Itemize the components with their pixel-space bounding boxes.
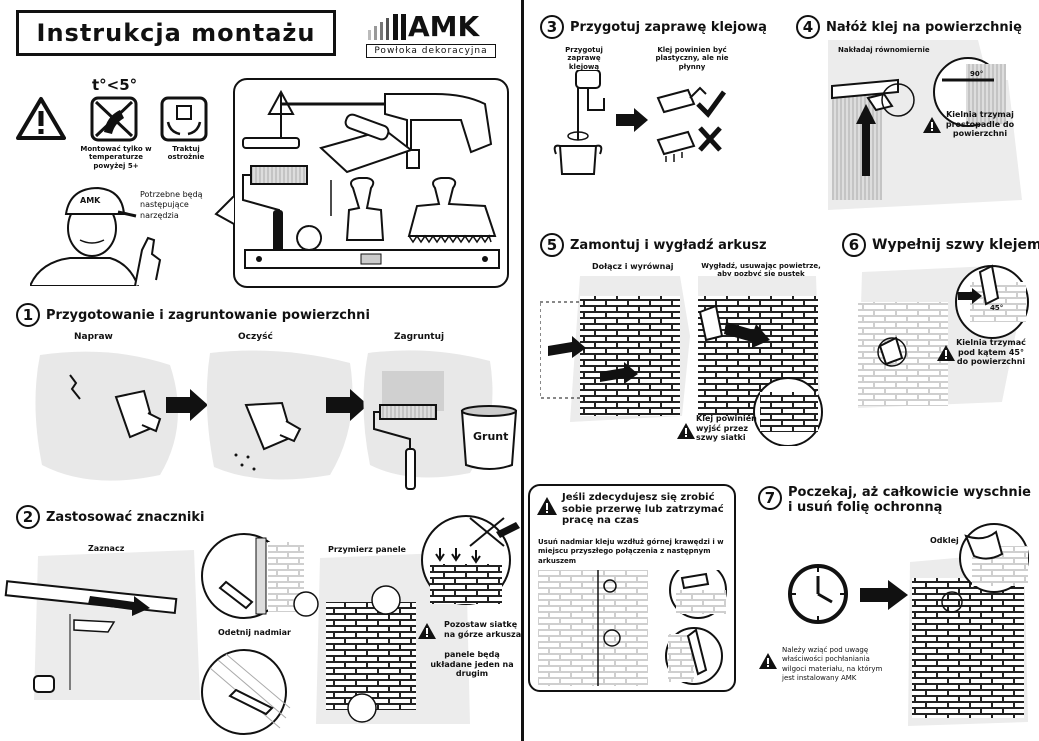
- step6-title: Wypełnij szwy klejem: [872, 237, 1039, 253]
- step1-illustration: [35, 350, 518, 490]
- step2-fit-label: Przymierz panele: [328, 545, 406, 554]
- step2-cut-illustration: [201, 533, 304, 735]
- logo-bars-icon: [368, 14, 406, 40]
- step7-heading: 7 Poczekaj, aż całkowicie wyschnie i usu…: [758, 485, 1031, 516]
- step4-note: Kielnia trzymaj prostopadle do powierzch…: [945, 110, 1015, 139]
- step7-warning-icon: [759, 653, 777, 669]
- step2-heading: 2 Zastosować znaczniki: [16, 505, 204, 529]
- brand-name: AMK: [408, 10, 480, 43]
- step2-mesh-note: Pozostaw siatkę na górze arkusza: [444, 620, 522, 639]
- break-text: Usuń nadmiar kleju wzdłuż górnej krawędz…: [538, 538, 724, 565]
- step6-illustration: [858, 264, 1029, 408]
- step4-spread-label: Nakładaj równomiernie: [838, 46, 930, 54]
- step2-mark-illustration: [4, 550, 200, 700]
- step6-number: 6: [842, 233, 866, 257]
- step6-warning-icon: [937, 345, 955, 361]
- handle-with-care-icon: [160, 96, 208, 142]
- step5-smooth-label: Wygładź, usuwając powietrze, aby pozbyć …: [701, 262, 821, 279]
- step2-warning-icon: [418, 623, 436, 639]
- step1-label-repair: Napraw: [74, 332, 113, 342]
- step7-title-line2: i usuń folię ochronną: [788, 499, 943, 515]
- break-title: Jeśli zdecydujesz się zrobić sobie przer…: [562, 492, 724, 526]
- step3-title: Przygotuj zaprawę klejową: [570, 19, 767, 35]
- step5-number: 5: [540, 233, 564, 257]
- step5-illustration: [540, 276, 823, 446]
- step2-number: 2: [16, 505, 40, 529]
- column-divider: [521, 0, 524, 741]
- step7-peel-label: Odklej: [930, 536, 959, 545]
- step3-consistency-label: Klej powinien być plastyczny, ale nie pł…: [655, 46, 729, 71]
- step2-mark-label: Zaznacz: [88, 544, 125, 553]
- step3-number: 3: [540, 15, 564, 39]
- worker-illustration: [30, 186, 162, 286]
- step2-title: Zastosować znaczniki: [46, 509, 205, 525]
- primer-bucket-label: Grunt: [473, 430, 509, 443]
- step4-illustration: [828, 40, 1022, 210]
- step2-fit-illustration: [293, 515, 520, 724]
- step4-title: Nałóż klej na powierzchnię: [826, 19, 1022, 35]
- no-hand-icon: [90, 96, 138, 142]
- tools-speech: Potrzebne będą następujące narzędzia: [140, 190, 203, 220]
- handle-caption: Traktuj ostrożnie: [167, 145, 205, 162]
- step6-angle-label: 45°: [990, 304, 1004, 312]
- step2-stack-note: panele będą układane jeden na drugim: [430, 650, 514, 679]
- title-box: Instrukcja montażu: [16, 10, 336, 56]
- step4-angle-label: 90°: [970, 70, 984, 78]
- temperature-caption: Montować tylko w temperaturze powyżej 5+: [80, 145, 152, 170]
- step3-illustration: [553, 70, 727, 175]
- step7-number: 7: [758, 486, 782, 510]
- step2-cut-label: Odetnij nadmiar: [218, 628, 291, 637]
- warning-icon: [16, 97, 66, 140]
- break-warning-icon: [537, 497, 557, 515]
- step5-heading: 5 Zamontuj i wygładź arkusz: [540, 233, 767, 257]
- step7-title-line1: Poczekaj, aż całkowicie wyschnie: [788, 485, 1031, 500]
- step1-heading: 1 Przygotowanie i zagruntowanie powierzc…: [16, 303, 370, 327]
- step7-illustration: [908, 523, 1029, 726]
- clock-icon: [788, 564, 848, 624]
- step4-warning-icon: [923, 117, 941, 133]
- brand-tagline: Powłoka dekoracyjna: [366, 44, 496, 58]
- tools-illustration: [242, 89, 500, 269]
- step6-heading: 6 Wypełnij szwy klejem: [842, 233, 1039, 257]
- step1-label-clean: Oczyść: [238, 332, 273, 342]
- brand-logo: AMK Powłoka dekoracyjna: [366, 10, 496, 58]
- step7-note: Należy wziąć pod uwagę właściwości pochł…: [782, 646, 883, 683]
- step4-heading: 4 Nałóż klej na powierzchnię: [796, 15, 1022, 39]
- step5-join-label: Dołącz i wyrównaj: [592, 262, 674, 271]
- step1-number: 1: [16, 303, 40, 327]
- step5-note: Klej powinien wyjść przez szwy siatki: [696, 414, 757, 443]
- step6-note: Kielnia trzymać pod kątem 45° do powierz…: [956, 338, 1026, 367]
- step5-title: Zamontuj i wygładź arkusz: [570, 237, 767, 253]
- step7-arrow-icon: [860, 580, 908, 610]
- temperature-label: t°<5°: [92, 76, 138, 94]
- cap-logo: AMK: [80, 196, 101, 205]
- step3-heading: 3 Przygotuj zaprawę klejową: [540, 15, 767, 39]
- step1-title: Przygotowanie i zagruntowanie powierzchn…: [46, 307, 370, 323]
- tools-box: [233, 78, 509, 288]
- step3-prep-label: Przygotuj zaprawę klejową: [565, 46, 603, 71]
- break-box: Jeśli zdecydujesz się zrobić sobie przer…: [528, 484, 736, 692]
- speech-tail: [214, 196, 235, 225]
- step1-label-prime: Zagruntuj: [394, 332, 445, 342]
- break-illustration: [538, 570, 727, 686]
- step5-warning-icon: [677, 423, 695, 439]
- step4-number: 4: [796, 15, 820, 39]
- page-title: Instrukcja montażu: [36, 19, 316, 47]
